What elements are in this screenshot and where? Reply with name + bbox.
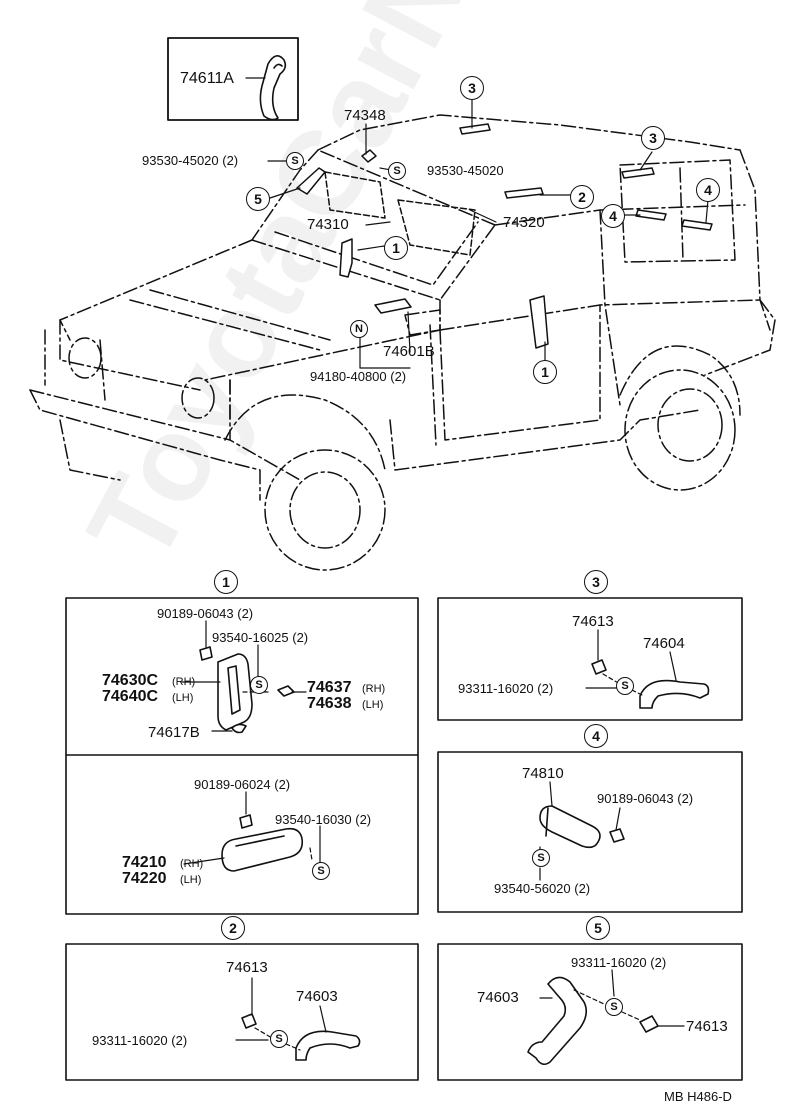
part-74320-label: 74320 [503,214,545,231]
panel3-marker-s: S [616,677,634,695]
marker-s-main-right: S [388,162,406,180]
panel5-part-74603: 74603 [477,989,519,1006]
callout-1-visor: 1 [384,236,408,260]
panel2-frame [65,943,419,1081]
part-74348-label: 74348 [344,107,386,124]
callout-3-rear: 3 [641,126,665,150]
panel2-number: 2 [221,916,245,940]
callout-3-roof: 3 [460,76,484,100]
panel3-part-74613: 74613 [572,613,614,630]
marker-s-main-left: S [286,152,304,170]
part-74611a-label: 74611A [180,70,234,87]
handle-74810-drawing [539,805,625,849]
panel1-part-74220: 74220 [122,870,167,887]
figure-code: MB H486-D [664,1089,732,1104]
panel1-part-90189-06043: 90189-06043 (2) [157,606,254,621]
sun-visor-74310 [324,171,476,256]
panel5-frame [437,943,743,1081]
callout-1-door: 1 [533,360,557,384]
panel1-part-74637: 74637 [307,679,352,696]
panel1-lower-leaders [183,791,321,865]
panel5-part-74613: 74613 [686,1018,728,1035]
panel5-marker-s: S [605,998,623,1016]
part-74310-label: 74310 [307,216,349,233]
panel4-part-93540-56020: 93540-56020 (2) [494,881,591,896]
panel1-marker-s-upper: S [250,676,268,694]
panel1-part-74638: 74638 [307,695,352,712]
marker-n-main: N [350,320,368,338]
panel3-number: 3 [584,570,608,594]
panel1-frame [65,597,419,915]
panel4-frame [437,751,743,913]
panel2-part-74603: 74603 [296,988,338,1005]
panel1-part-74617b: 74617B [148,724,200,741]
panel3-frame [437,597,743,721]
handle-74630c-drawing [199,646,295,734]
panel1-part-93540-16030: 93540-16030 (2) [275,812,372,827]
vehicle-handles [296,123,713,349]
part-94180-label: 94180-40800 (2) [310,369,407,384]
handle-74210-drawing [221,814,304,872]
panel1-number: 1 [214,570,238,594]
panel4-part-74810: 74810 [522,765,564,782]
panel1-marker-s-lower: S [312,862,330,880]
panel2-part-93311: 93311-16020 (2) [92,1033,188,1048]
callout-2-main: 2 [570,185,594,209]
callout-5-main: 5 [246,187,270,211]
panel2-part-74613: 74613 [226,959,268,976]
panel1-part-93540-16025: 93540-16025 (2) [212,630,309,645]
strap-74604-drawing [591,659,710,709]
panel1-part-90189-06024: 90189-06024 (2) [194,777,291,792]
panel1-part-74640c: 74640C [102,688,159,705]
panel3-part-74604: 74604 [643,635,685,652]
panel1-tag-rh-lower: (RH) [180,858,204,870]
panel3-leaders [585,629,677,697]
panel1-tag-lh-lower: (LH) [180,874,202,886]
part-93530-right-label: 93530-45020 [427,163,504,178]
panel1-tag-lh-74638: (LH) [362,699,384,711]
part-74601b-label: 74601B [383,343,435,360]
panel4-number: 4 [584,724,608,748]
panel2-marker-s: S [270,1030,288,1048]
strap-74603-panel5-drawing [527,976,659,1066]
part-93530-left-label: 93530-45020 (2) [142,153,239,168]
panel1-tag-rh-upper: (RH) [172,676,196,688]
callout-4-right: 4 [696,178,720,202]
panel4-marker-s: S [532,849,550,867]
panel2-leaders [235,977,327,1051]
handle-74611a-drawing [259,55,287,121]
panel4-part-90189-06043: 90189-06043 (2) [597,791,694,806]
panel5-number: 5 [586,916,610,940]
strap-74603-drawing [241,1013,361,1061]
vehicle-outline [29,114,776,571]
panel5-leaders [539,969,685,1027]
panel1-tag-rh-74637: (RH) [362,683,386,695]
panel1-part-74210: 74210 [122,854,167,871]
panel5-part-93311: 93311-16020 (2) [571,955,667,970]
panel1-part-74630c: 74630C [102,672,159,689]
panel1-tag-lh-upper: (LH) [172,692,194,704]
callout-4-left: 4 [601,204,625,228]
panel3-part-93311: 93311-16020 (2) [458,681,554,696]
inset-frame [167,37,299,121]
